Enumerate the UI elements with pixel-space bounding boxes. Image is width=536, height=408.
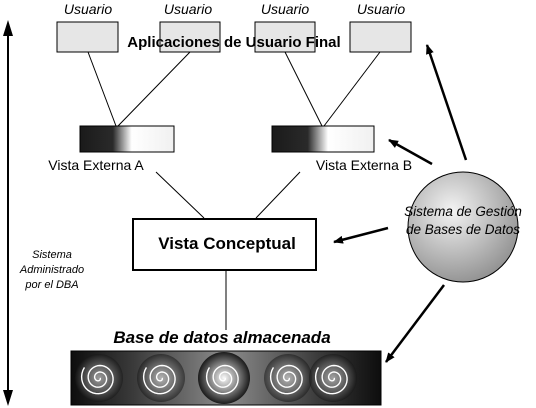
- user-view-connectors: [87, 51, 381, 127]
- user-label-3: Usuario: [261, 1, 309, 17]
- conceptual-view-box: [132, 218, 317, 271]
- dbms-label-line1: Sistema de Gestión: [404, 204, 522, 219]
- user-app-box-1: [56, 21, 119, 53]
- external-view-a-box: [79, 125, 175, 153]
- dba-label-line2: Administrado: [19, 264, 84, 276]
- final-user-apps-title: Aplicaciones de Usuario Final: [127, 34, 340, 51]
- external-view-a-label: Vista Externa A: [48, 157, 144, 173]
- user-label-1: Usuario: [64, 1, 112, 17]
- user-app-box-2: [159, 21, 221, 53]
- user-label-4: Usuario: [357, 1, 405, 17]
- spiral-icon: [142, 364, 176, 395]
- spiral-icon: [314, 364, 348, 395]
- dba-label-line1: Sistema: [32, 249, 72, 261]
- external-view-b-box: [271, 125, 375, 153]
- spiral-icon: [269, 364, 303, 395]
- spiral-icon: [205, 364, 239, 395]
- user-app-box-4: [349, 21, 412, 53]
- dbms-circle: [407, 171, 519, 283]
- user-app-box-3: [254, 21, 316, 53]
- dbms-arrows: [333, 44, 468, 363]
- external-view-b-label: Vista Externa B: [316, 157, 412, 173]
- stored-database-title: Base de datos almacenada: [113, 328, 330, 347]
- dba-label-line3: por el DBA: [24, 279, 78, 291]
- conceptual-view-label: Vista Conceptual: [158, 234, 296, 253]
- dbms-label-line2: de Bases de Datos: [406, 222, 520, 237]
- view-concept-connectors: [155, 171, 301, 219]
- user-label-2: Usuario: [164, 1, 212, 17]
- dba-scope-arrow: [3, 20, 13, 406]
- storage-spiral-decor: [80, 364, 348, 395]
- spiral-icon: [80, 364, 114, 395]
